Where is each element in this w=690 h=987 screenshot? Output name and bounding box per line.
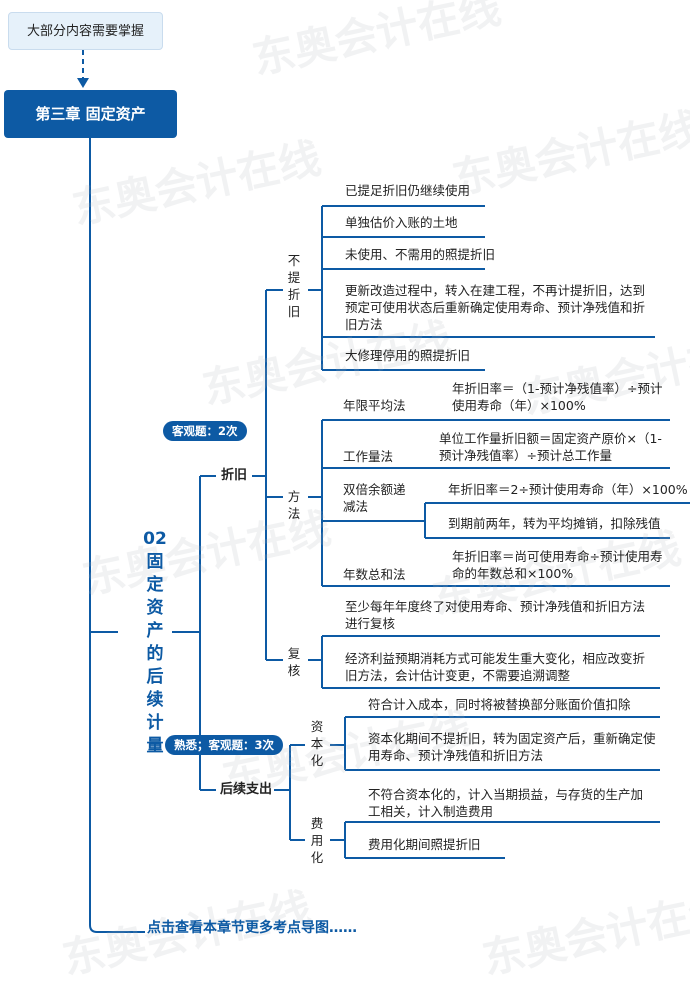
capitalize-item: 资本化期间不提折旧，转为固定资产后，重新确定使用寿命、预计净残值和折旧方法 [368, 731, 656, 763]
no-dep-item: 大修理停用的照提折旧 [345, 348, 471, 363]
chapter-title[interactable]: 第三章 固定资产 [4, 90, 177, 138]
no-dep-item: 未使用、不需用的照提折旧 [345, 247, 496, 262]
no-depreciation-node[interactable]: 不提折旧 [287, 253, 301, 319]
no-dep-item: 单独估价入账的土地 [345, 215, 458, 230]
expense-item: 不符合资本化的，计入当期损益，与存货的生产加工相关，计入制造费用 [368, 787, 644, 819]
more-mindmaps-link[interactable]: 点击查看本章节更多考点导图…… [147, 920, 357, 936]
no-dep-item: 更新改造过程中，转入在建工程，不再计提折旧，达到预定可使用状态后重新确定使用寿命… [345, 283, 646, 332]
method-name: 双倍余额递减法 [343, 482, 406, 514]
method-note: 到期前两年，转为平均摊销，扣除残值 [448, 516, 661, 531]
review-item: 至少每年年度终了对使用寿命、预计净残值和折旧方法进行复核 [345, 599, 646, 631]
no-dep-item: 已提足折旧仍继续使用 [345, 183, 471, 198]
connector-lines [77, 50, 690, 933]
review-item: 经济利益预期消耗方式可能发生重大变化，相应改变折旧方法，会计估计变更，不需要追溯… [345, 651, 646, 683]
method-formula: 年折旧率＝尚可使用寿命÷预计使用寿命的年数总和×100% [452, 549, 663, 581]
subsequent-badge: 熟悉；客观题：3次 [165, 735, 284, 755]
method-formula: 单位工作量折旧额＝固定资产原价×（1-预计净残值率）÷预计总工作量 [439, 431, 662, 463]
method-name: 工作量法 [343, 449, 394, 464]
subsequent-node[interactable]: 后续支出 [220, 782, 273, 797]
method-name: 年数总和法 [343, 567, 406, 582]
section-title: 02固定资产的后续计量 [143, 529, 167, 756]
method-formula: 年折旧率＝（1-预计净残值率）÷预计使用寿命（年）×100% [452, 381, 663, 413]
expense-item: 费用化期间照提折旧 [368, 837, 481, 852]
method-name: 年限平均法 [343, 398, 406, 413]
expense-node[interactable]: 费用化 [310, 816, 324, 865]
capitalize-node[interactable]: 资本化 [310, 719, 324, 768]
hint-box: 大部分内容需要掌握 [8, 12, 163, 50]
methods-node[interactable]: 方法 [287, 489, 301, 521]
method-formula: 年折旧率＝2÷预计使用寿命（年）×100% [448, 482, 688, 497]
depreciation-badge: 客观题：2次 [163, 421, 247, 441]
review-node[interactable]: 复核 [287, 646, 301, 678]
depreciation-node[interactable]: 折旧 [221, 468, 248, 483]
capitalize-item: 符合计入成本，同时将被替换部分账面价值扣除 [368, 697, 631, 712]
